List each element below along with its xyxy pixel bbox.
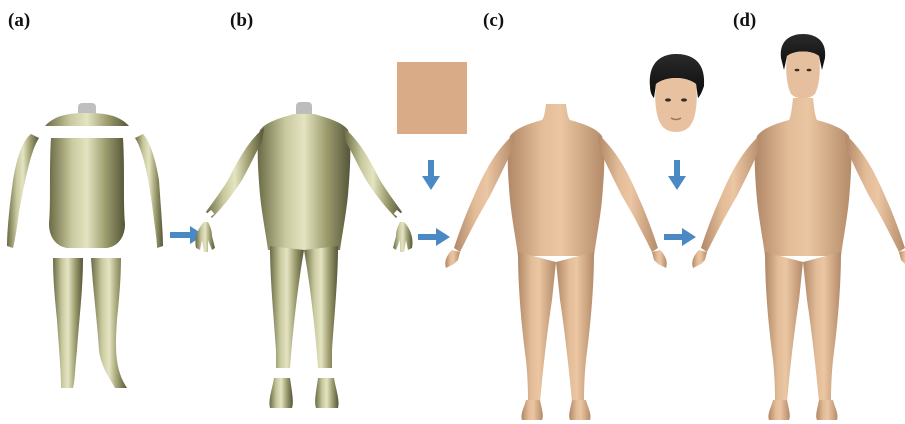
arrow-icon <box>668 160 686 190</box>
arrow-icon <box>422 160 440 190</box>
olive-body-model <box>195 102 412 408</box>
arrow-icon <box>418 228 450 246</box>
head-icon <box>650 54 704 132</box>
skin-color-swatch <box>397 62 467 134</box>
skin-body-model <box>445 104 667 420</box>
arrow-icon <box>664 228 696 246</box>
full-avatar-model <box>692 34 905 420</box>
segmented-body-model <box>7 103 163 388</box>
